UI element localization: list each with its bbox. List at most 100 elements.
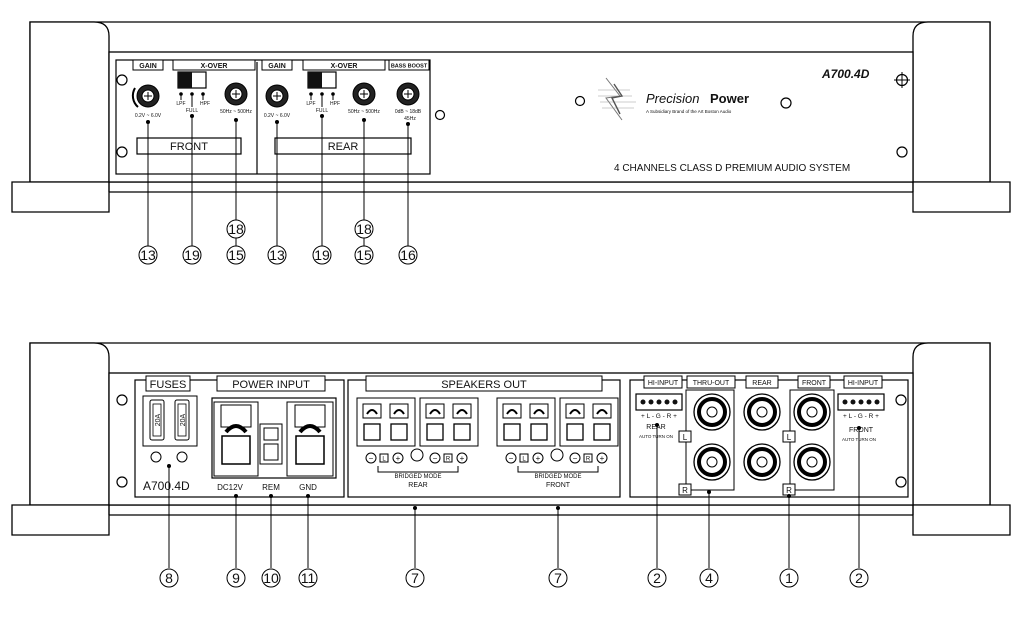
- bass-boost-knob[interactable]: [396, 82, 420, 106]
- callout-number: 19: [184, 247, 200, 263]
- dc12v-terminal[interactable]: [213, 401, 259, 477]
- callout-9: 9: [226, 568, 246, 588]
- front-gain-knob[interactable]: [131, 84, 160, 108]
- rear-panel-view: FUSES POWER INPUT 20A 20A A700.4D: [11, 342, 1011, 588]
- tagline: 4 CHANNELS CLASS D PREMIUM AUDIO SYSTEM: [614, 163, 850, 174]
- callout-1: 1: [779, 568, 799, 588]
- screw-icon: [780, 97, 792, 109]
- front-bridged-label: BRIDGED MODE: [534, 474, 581, 480]
- callout-13b: 13: [267, 245, 287, 265]
- gnd-label: GND: [299, 483, 317, 492]
- brand-name-light: Precision: [646, 91, 699, 106]
- rca-rear-label: REAR: [752, 380, 771, 387]
- fuse-1[interactable]: 20A: [149, 399, 165, 441]
- front-r-rca[interactable]: [793, 443, 831, 481]
- bass-boost-freq: 45Hz: [404, 116, 416, 122]
- rear-speaker-terminals[interactable]: [356, 397, 479, 447]
- bass-boost-label: BASS BOOST: [391, 64, 428, 70]
- front-full-label: FULL: [186, 108, 198, 114]
- l-badge-label: L: [787, 433, 792, 442]
- rear-leader-lines: [168, 425, 860, 568]
- front-gain-label: GAIN: [139, 63, 157, 70]
- power-input-tag: [216, 375, 326, 392]
- front-freq-knob[interactable]: [224, 82, 248, 106]
- front-polarity-row: − L + − R +: [505, 448, 608, 473]
- thru-out-l-rca[interactable]: [693, 393, 731, 431]
- gnd-terminal[interactable]: [286, 401, 334, 477]
- callout-number: 19: [314, 247, 330, 263]
- front-hpf-label: HPF: [200, 101, 210, 107]
- minus-icon: −: [509, 454, 514, 463]
- hi-input-rear-pins: + L - G - R +: [641, 413, 677, 420]
- fuse-clip-icon: [176, 451, 188, 463]
- screw-icon: [116, 146, 128, 158]
- rear-xover-tag: [302, 59, 386, 71]
- left-endcap: [29, 342, 110, 506]
- l-channel-icon: L: [382, 457, 386, 463]
- hi-input-rear-tag: [643, 375, 683, 389]
- brand-name-bold: Power: [710, 91, 749, 106]
- r-channel-icon: R: [586, 457, 591, 463]
- callout-number: 4: [705, 570, 713, 586]
- rear-l-rca[interactable]: [743, 393, 781, 431]
- front-xover-label: X-OVER: [201, 63, 228, 70]
- front-gain-range: 0.2V ~ 6.0V: [135, 113, 162, 119]
- rca-front-tag: [797, 375, 831, 389]
- rear-section-label: REAR: [328, 141, 359, 153]
- right-endcap: [912, 21, 991, 183]
- minus-icon: −: [573, 454, 578, 463]
- hi-input-rear-connector[interactable]: [635, 393, 683, 411]
- callout-19a: 19: [182, 245, 202, 265]
- fuse-2[interactable]: 20A: [174, 399, 190, 441]
- screw-icon: [434, 109, 446, 121]
- callout-18a: 18: [226, 219, 246, 239]
- minus-icon: −: [369, 454, 374, 463]
- brand-subtitle: A Subsidiary Brand of the Art Boston Aud…: [646, 109, 732, 114]
- callout-13a: 13: [138, 245, 158, 265]
- r-badge: [678, 483, 692, 496]
- front-leader-lines: [147, 116, 409, 246]
- plus-icon: +: [460, 454, 465, 463]
- front-gain-tag: [132, 59, 164, 71]
- fuses-tag: [145, 375, 191, 392]
- callout-7a: 7: [405, 568, 425, 588]
- l-channel-icon: L: [522, 457, 526, 463]
- rem-terminal[interactable]: [259, 423, 283, 465]
- crosshair-screw-icon: [894, 72, 910, 88]
- right-endcap: [912, 342, 991, 506]
- callout-10: 10: [261, 568, 281, 588]
- callout-number: 15: [356, 247, 372, 263]
- plus-icon: +: [600, 454, 605, 463]
- screw-icon: [116, 476, 128, 488]
- rem-label: REM: [262, 483, 280, 492]
- callout-number: 9: [232, 570, 240, 586]
- rear-gain-label: GAIN: [268, 63, 286, 70]
- screw-icon: [550, 448, 564, 462]
- front-nameplate: [136, 137, 242, 155]
- screw-icon: [574, 95, 586, 107]
- rear-freq-knob[interactable]: [352, 82, 376, 106]
- front-l-rca[interactable]: [793, 393, 831, 431]
- thru-out-r-rca[interactable]: [693, 443, 731, 481]
- fuse-clip-icon: [150, 451, 162, 463]
- callout-2b: 2: [849, 568, 869, 588]
- hi-input-front-connector[interactable]: [837, 393, 885, 411]
- rear-speaker-group-label: REAR: [408, 482, 427, 489]
- left-foot: [11, 504, 110, 536]
- rear-r-rca[interactable]: [743, 443, 781, 481]
- rear-nameplate: [274, 137, 412, 155]
- rear-gain-knob[interactable]: [265, 84, 289, 108]
- callout-15a: 15: [226, 245, 246, 265]
- left-endcap: [29, 21, 110, 183]
- callout-number: 8: [165, 570, 173, 586]
- front-freq-range: 50Hz ~ 500Hz: [220, 109, 252, 115]
- rear-polarity-row: − L + − R +: [365, 448, 468, 473]
- rear-xover-switch[interactable]: [307, 71, 337, 89]
- rear-xover-label: X-OVER: [331, 63, 358, 70]
- hi-input-front-label: HI-INPUT: [848, 380, 879, 387]
- front-speaker-terminals[interactable]: [496, 397, 619, 447]
- callout-number: 2: [855, 570, 863, 586]
- front-faceplate: [108, 51, 914, 183]
- front-xover-switch[interactable]: [177, 71, 207, 89]
